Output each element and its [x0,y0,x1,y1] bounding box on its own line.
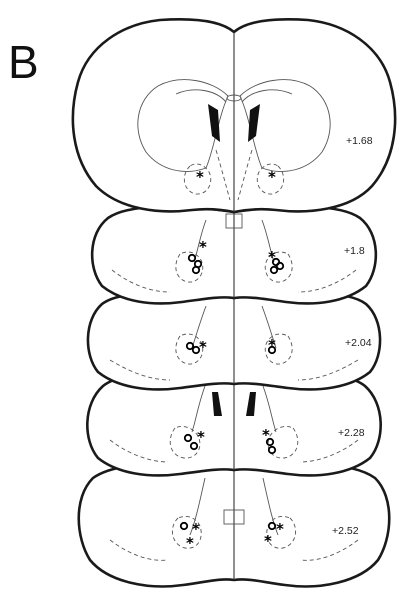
brain-section-1: * * +1.68 [73,19,395,212]
section-level-label: +1.68 [346,135,373,147]
marker-asterisk: * [268,168,276,186]
marker-asterisk: * [276,520,284,538]
marker-asterisk: * [268,248,276,266]
section-level-label: +2.04 [345,337,372,349]
marker-asterisk: * [197,428,205,446]
marker-asterisk: * [196,168,204,186]
brain-section-2: * * +1.8 [92,207,376,304]
section-level-label: +2.28 [338,427,365,439]
panel-label: B [8,36,39,88]
section-level-label: +2.52 [332,525,359,537]
brain-section-4: * * +2.28 [87,373,380,476]
brain-section-3: * * +2.04 [88,293,380,390]
section-level-label: +1.8 [344,245,365,257]
marker-asterisk: * [199,338,207,356]
marker-asterisk: * [186,534,194,552]
marker-asterisk: * [199,238,207,256]
marker-asterisk: * [264,532,272,550]
brain-section-5: * * * * +2.52 [79,464,390,586]
